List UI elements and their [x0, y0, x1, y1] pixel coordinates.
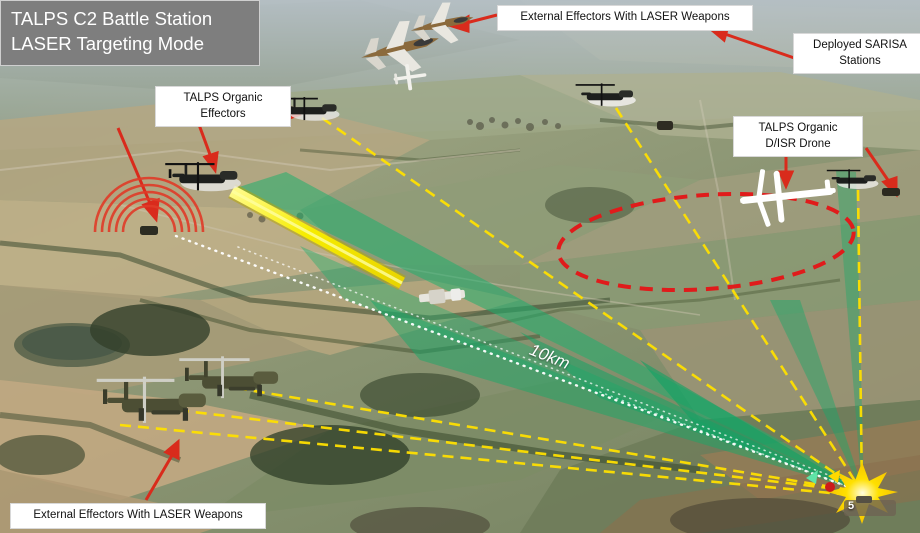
callout-external-effectors-top: External Effectors With LASER Weapons — [497, 5, 753, 31]
title-line-2: LASER Targeting Mode — [11, 32, 204, 54]
target-marker-label: 5 — [848, 500, 855, 512]
mode-title-box: TALPS C2 Battle Station LASER Targeting … — [0, 0, 260, 66]
callout-deployed-sarisa: Deployed SARISA Stations — [793, 33, 920, 75]
callout-talps-organic-drone: TALPS Organic D/ISR Drone — [733, 116, 863, 158]
title-line-1: TALPS C2 Battle Station — [11, 8, 213, 29]
callout-talps-organic-effectors: TALPS Organic Effectors — [155, 86, 291, 128]
callout-external-effectors-bottom: External Effectors With LASER Weapons — [10, 503, 266, 529]
